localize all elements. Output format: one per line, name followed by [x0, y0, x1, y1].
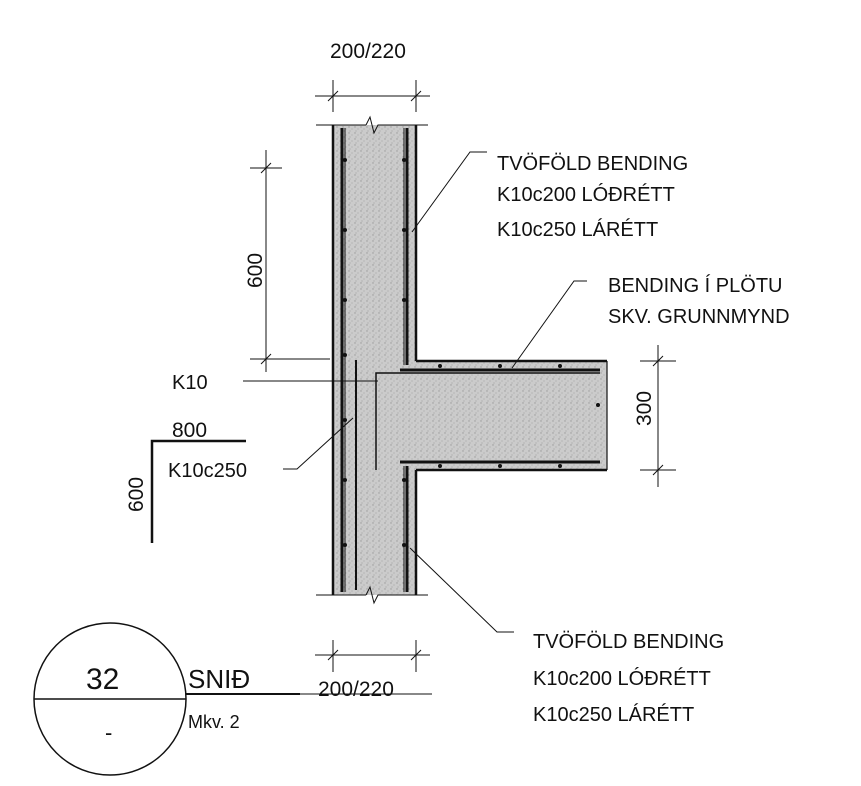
- section-tag: [33, 622, 300, 776]
- bar-shape-horizontal: 800: [172, 419, 207, 442]
- leader-lines: [243, 151, 587, 695]
- label-k10c250: K10c250: [168, 460, 247, 482]
- dim-wall-bottom: 200/220: [318, 678, 394, 701]
- section-sheet: -: [105, 720, 112, 745]
- concrete-body: [333, 125, 607, 595]
- slab-concrete: [400, 361, 607, 470]
- label-k10: K10: [172, 372, 208, 394]
- callout-slab-line1: BENDING Í PLÖTU: [608, 274, 782, 297]
- callout-bottom-line1: TVÖFÖLD BENDING: [533, 631, 724, 653]
- callout-top-line1: TVÖFÖLD BENDING: [497, 153, 688, 175]
- wall-concrete: [333, 125, 416, 595]
- dim-lap-vertical: 600: [244, 253, 267, 288]
- callout-top-line2: K10c200 LÓÐRÉTT: [497, 183, 675, 206]
- dimension-lines: [250, 80, 676, 672]
- callout-slab-line2: SKV. GRUNNMYND: [608, 306, 790, 328]
- bar-section-dots: [343, 158, 600, 547]
- section-number: 32: [86, 663, 119, 696]
- section-scale: Mkv. 2: [188, 712, 240, 732]
- rebar-k10: [375, 372, 600, 470]
- bar-shape: [150, 439, 246, 543]
- section-title: SNIÐ: [188, 664, 250, 694]
- reinforcement-bars: [340, 128, 600, 592]
- callout-bottom-line3: K10c250 LÁRÉTT: [533, 703, 694, 726]
- dim-slab-thickness: 300: [633, 391, 656, 426]
- bar-shape-vertical: 600: [125, 477, 148, 512]
- dim-wall-top: 200/220: [330, 40, 406, 63]
- section-outline: [316, 115, 608, 605]
- callout-top-line3: K10c250 LÁRÉTT: [497, 218, 658, 241]
- callout-bottom-line2: K10c200 LÓÐRÉTT: [533, 667, 711, 690]
